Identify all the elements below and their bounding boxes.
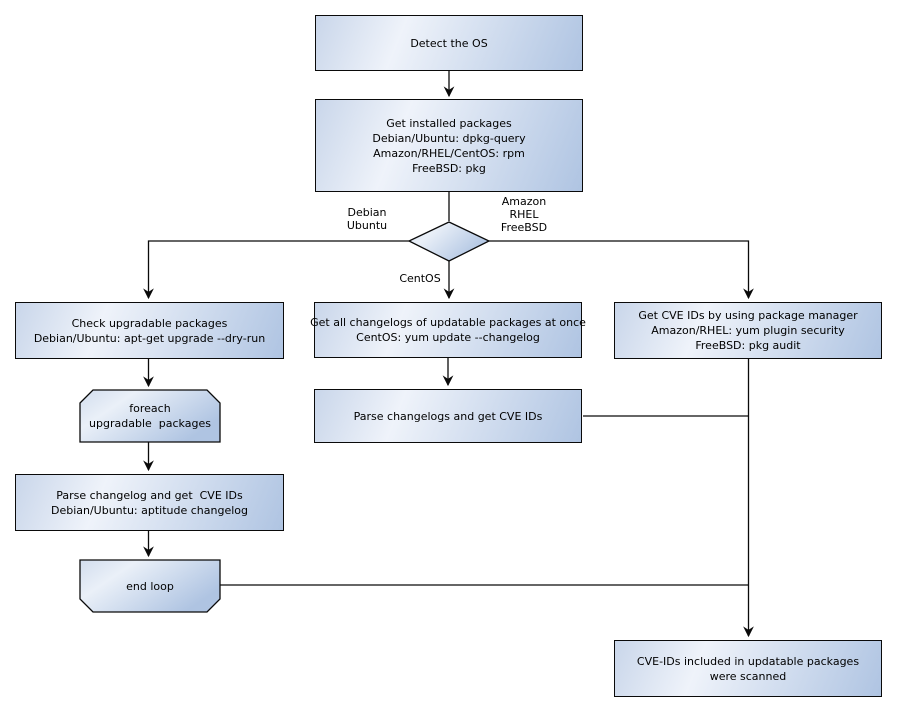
node-parse-changelog-debian: Parse changelog and get CVE IDs Debian/U… (15, 474, 284, 531)
node-get-all-changelogs-centos: Get all changelogs of updatable packages… (310, 302, 586, 358)
edge-label-centos: CentOS (399, 272, 441, 285)
node-detect-os: Detect the OS (315, 15, 583, 71)
node-parse-changelogs-centos: Parse changelogs and get CVE IDs (314, 389, 582, 443)
end-loop-label: end loop (126, 579, 174, 593)
end-loop-shape (79, 559, 221, 613)
edge-label-debian-ubuntu: Debian Ubuntu (346, 206, 388, 232)
edge-decision-to-check-upgradable (143, 240, 409, 300)
node-check-upgradable-packages: Check upgradable packages Debian/Ubuntu:… (15, 302, 284, 359)
node-get-cve-package-manager: Get CVE IDs by using package manager Ama… (614, 302, 882, 359)
edge-decision-to-get-cve (489, 240, 754, 300)
foreach-loop-label: foreach upgradable packages (89, 402, 211, 430)
os-decision-diamond (407, 221, 491, 262)
node-scanned-result: CVE-IDs included in updatable packages w… (614, 640, 882, 697)
edge-label-amazon-rhel-freebsd: Amazon RHEL FreeBSD (500, 195, 548, 234)
node-get-installed-packages: Get installed packages Debian/Ubuntu: dp… (315, 99, 583, 192)
foreach-loop-shape (79, 389, 221, 443)
